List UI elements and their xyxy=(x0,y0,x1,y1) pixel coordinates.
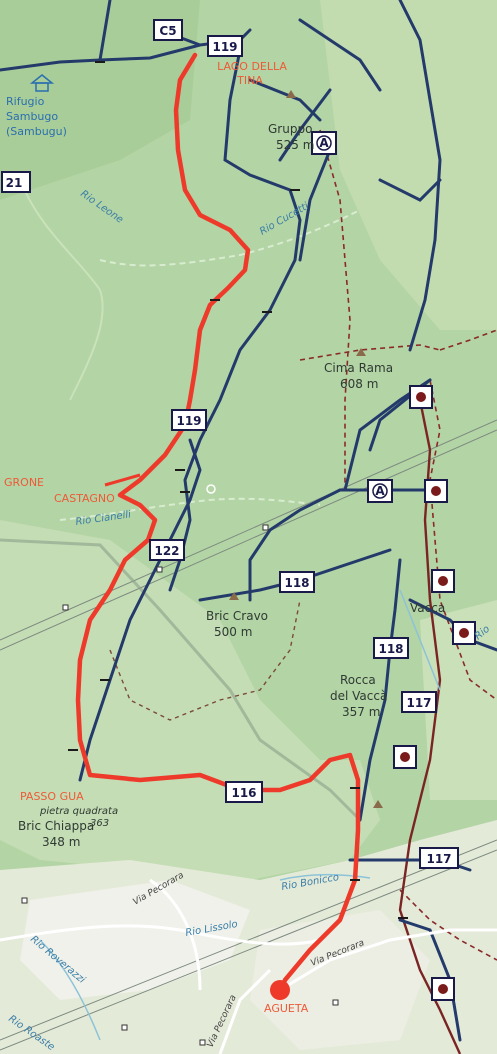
shield-21[interactable]: 21 xyxy=(1,171,31,193)
label-passo-gua: PASSO GUA xyxy=(20,790,84,803)
label-cima-rama: Cima Rama xyxy=(324,361,393,375)
label-sambugo: Sambugo xyxy=(6,110,58,123)
map-symbols xyxy=(21,524,339,1046)
label-vacca: Vacca xyxy=(410,601,445,615)
river xyxy=(39,939,101,1041)
stream xyxy=(59,497,321,521)
shield-118-b[interactable]: 118 xyxy=(373,637,409,659)
svg-text:118: 118 xyxy=(284,576,309,590)
label-bric-chiappa: Bric Chiappa xyxy=(18,819,94,833)
svg-text:A: A xyxy=(319,136,329,150)
svg-text:116: 116 xyxy=(231,786,256,800)
stream xyxy=(99,209,361,267)
brown-trail xyxy=(439,329,497,351)
forest-patch xyxy=(320,0,497,330)
svg-text:122: 122 xyxy=(154,544,179,558)
brown-trail xyxy=(319,129,351,490)
label-pietra-quadrata: pietra quadrata xyxy=(39,806,118,817)
trail-dot-markers[interactable] xyxy=(393,385,476,1001)
label-sambugu: (Sambugu) xyxy=(6,125,67,138)
label-agueta: AGUETA xyxy=(264,1002,309,1015)
label-del-vacca: del Vaccà xyxy=(330,689,387,703)
label-grone: GRONE xyxy=(4,476,44,489)
road xyxy=(218,968,272,1054)
label-gruppo-elev: 525 m xyxy=(276,138,314,152)
shield-117-a[interactable]: 117 xyxy=(401,691,437,713)
shield-a-top[interactable]: A xyxy=(311,131,337,155)
peak-icon xyxy=(229,592,239,600)
river xyxy=(399,589,441,691)
shield-c5[interactable]: C5 xyxy=(153,19,183,41)
shield-122[interactable]: 122 xyxy=(149,539,185,561)
brown-trail xyxy=(109,599,301,721)
shield-116[interactable]: 116 xyxy=(225,781,263,803)
trail-signposts xyxy=(68,61,450,919)
svg-text:21: 21 xyxy=(6,176,23,190)
peak-icon xyxy=(373,800,383,808)
forest-patch xyxy=(0,0,200,200)
road xyxy=(0,924,321,946)
svg-text:118: 118 xyxy=(378,642,403,656)
river xyxy=(279,873,371,881)
power-line xyxy=(0,849,497,1051)
svg-text:C5: C5 xyxy=(159,24,176,38)
shield-117-b[interactable]: 117 xyxy=(419,847,459,869)
svg-text:117: 117 xyxy=(426,852,451,866)
meadow-area xyxy=(420,600,497,800)
label-gruppo: Gruppo xyxy=(268,122,312,136)
road xyxy=(149,878,202,991)
svg-text:A: A xyxy=(375,484,385,498)
svg-text:117: 117 xyxy=(406,696,431,710)
peak-icon xyxy=(356,348,366,356)
label-tina: TINA xyxy=(236,74,263,87)
power-line xyxy=(0,839,497,1041)
viewpoint-icon xyxy=(206,484,216,494)
stream xyxy=(19,179,104,401)
label-castagno: CASTAGNO xyxy=(54,492,115,505)
label-rocca: Rocca xyxy=(340,673,376,687)
shield-119-top[interactable]: 119 xyxy=(207,35,243,57)
label-bric-chiappa-elev: 348 m xyxy=(42,835,80,849)
urban-area xyxy=(20,880,250,1000)
shield-119-mid[interactable]: 119 xyxy=(171,409,207,431)
shield-a-mid[interactable]: A xyxy=(367,479,393,503)
road xyxy=(279,928,497,992)
boundary-line xyxy=(0,538,362,822)
label-bric-cravo-elev: 500 m xyxy=(214,625,252,639)
shield-118-a[interactable]: 118 xyxy=(279,571,315,593)
label-rocca-elev: 357 m xyxy=(342,705,380,719)
route-spur xyxy=(104,473,141,487)
label-pietra-elev: 363 xyxy=(90,818,109,829)
brown-trail xyxy=(299,344,441,361)
label-bric-cravo: Bric Cravo xyxy=(206,609,268,623)
label-cima-rama-elev: 608 m xyxy=(340,377,378,391)
power-line xyxy=(0,419,497,641)
brown-trail xyxy=(399,889,497,961)
power-line xyxy=(0,429,497,651)
label-lago-della: LAGO DELLA xyxy=(217,60,287,73)
svg-text:119: 119 xyxy=(212,40,237,54)
refuge-hut-icon xyxy=(29,74,55,92)
svg-text:119: 119 xyxy=(176,414,201,428)
route-end-marker[interactable] xyxy=(270,980,290,1000)
gps-route xyxy=(75,52,361,995)
peak-icon xyxy=(286,90,296,98)
label-rifugio: Rifugio xyxy=(6,95,45,108)
